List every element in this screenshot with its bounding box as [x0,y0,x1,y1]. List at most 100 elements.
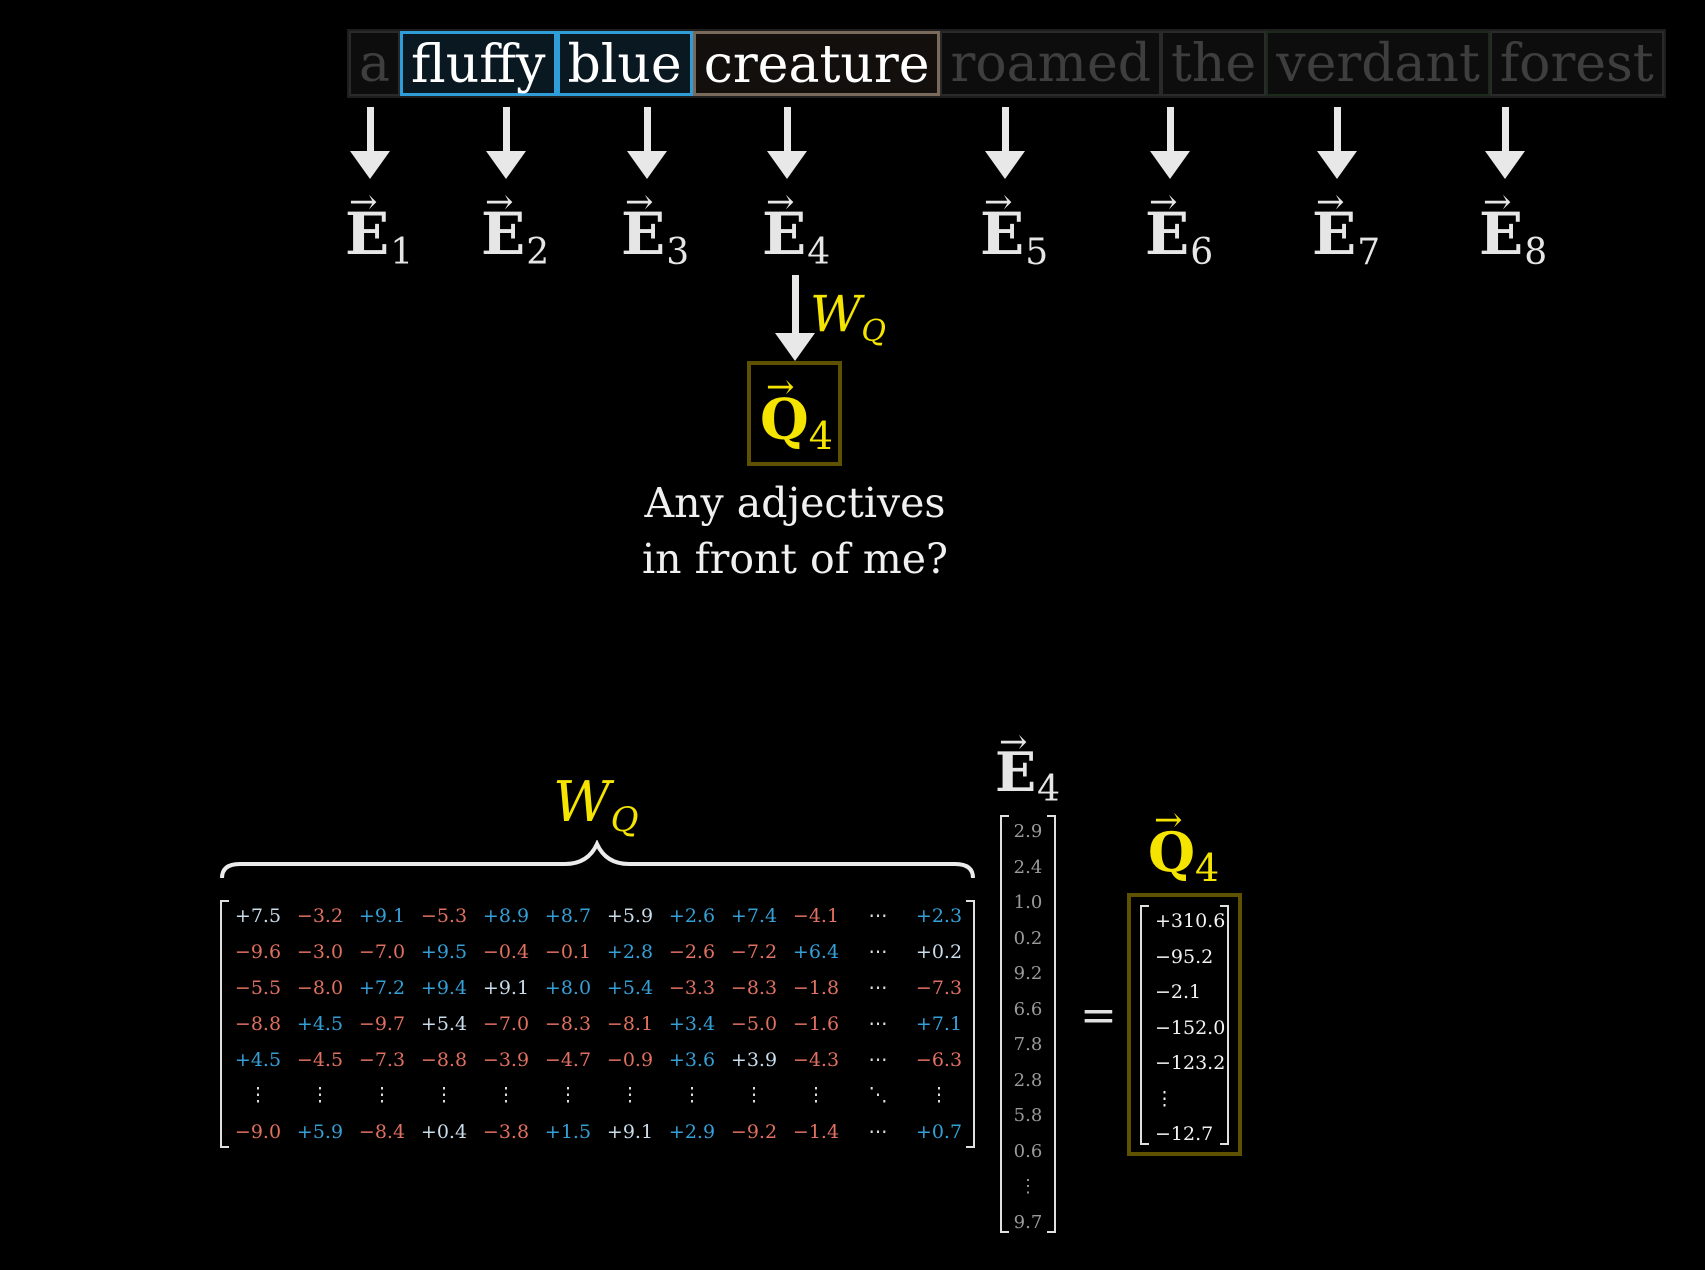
matrix-cell: +9.5 [420,941,468,963]
e4-vector-cell: 1.0 [1013,892,1043,913]
matrix-cell: +2.9 [668,1121,716,1143]
matrix-cell: −5.3 [420,905,468,927]
down-arrow-icon [985,107,1025,179]
vector-arrow-icon: → [349,182,378,222]
token-roamed: roamed [940,31,1162,96]
matrix-cell: ⋮ [558,1084,578,1106]
q4-result-box: +310.6−95.2−2.1−152.0−123.2⋮−12.7 [1127,893,1242,1156]
matrix-cell: −9.7 [358,1013,406,1035]
query-vector-box: →Q4 [747,361,842,466]
embedding-label-1: →E1 [345,182,414,273]
matrix-cell: ⋮ [496,1084,516,1106]
matrix-cell: +1.5 [544,1121,592,1143]
matrix-cell: ⋮ [806,1084,826,1106]
matrix-cell: +3.4 [668,1013,716,1035]
matrix-cell: ⋯ [868,1121,888,1143]
matrix-cell: −0.9 [606,1049,654,1071]
token-forest: forest [1489,31,1664,96]
equals-sign: = [1080,990,1117,1041]
e4-vector-label: →E4 [995,722,1061,810]
embedding-label-6: →E6 [1145,182,1214,273]
token-sentence: a fluffy blue creature roamed the verdan… [347,29,1666,98]
matrix-cell: −7.2 [730,941,778,963]
matrix-cell: +0.4 [420,1121,468,1143]
query-weight-label: WQ [810,285,887,349]
matrix-cell: −4.3 [792,1049,840,1071]
matrix-cell: −3.9 [482,1049,530,1071]
e4-right-bracket [1047,815,1056,1233]
matrix-cell: ⋮ [929,1084,949,1106]
matrix-cell: +2.3 [915,905,963,927]
matrix-cell: −9.6 [234,941,282,963]
matrix-cell: ⋯ [868,1049,888,1071]
matrix-cell: +9.1 [482,977,530,999]
vector-arrow-icon: → [1316,182,1345,222]
matrix-cell: ⋮ [310,1084,330,1106]
matrix-cell: +3.9 [730,1049,778,1071]
embedding-label-2: →E2 [481,182,550,273]
matrix-cell: −9.2 [730,1121,778,1143]
matrix-cell: −4.1 [792,905,840,927]
token-verdant: verdant [1266,31,1490,96]
matrix-cell: +9.4 [420,977,468,999]
matrix-cell: −0.4 [482,941,530,963]
down-arrow-icon [1485,107,1525,179]
q4-right-bracket [1220,905,1229,1145]
vector-arrow-icon: → [625,182,654,222]
matrix-cell: +8.9 [482,905,530,927]
matrix-cell: +2.6 [668,905,716,927]
embedding-label-7: →E7 [1312,182,1381,273]
vector-arrow-icon: → [1483,182,1512,222]
matrix-cell: −6.3 [915,1049,963,1071]
matrix-cell: +9.1 [606,1121,654,1143]
question-line-1: Any adjectives [644,479,946,527]
matrix-cell: +9.1 [358,905,406,927]
vector-arrow-icon: → [485,182,514,222]
e4-vector-cell: 5.8 [1013,1105,1043,1126]
matrix-cell: −5.5 [234,977,282,999]
curly-brace-icon [220,840,975,879]
query-projection-arrow-icon [775,275,815,363]
e4-vector-cell: 9.2 [1013,963,1043,984]
matrix-cell: ⋱ [868,1084,888,1106]
matrix-cell: −8.8 [234,1013,282,1035]
matrix-cell: ⋮ [248,1084,268,1106]
matrix-cell: −4.5 [296,1049,344,1071]
q4-vector-cell: +310.6 [1155,910,1226,932]
matrix-cell: ⋮ [744,1084,764,1106]
matrix-cell: +4.5 [234,1049,282,1071]
matrix-left-bracket [220,900,229,1148]
question-line-2: in front of me? [642,535,948,583]
matrix-cell: ⋯ [868,905,888,927]
matrix-cell: +0.2 [915,941,963,963]
matrix-cell: −9.0 [234,1121,282,1143]
matrix-right-bracket [966,900,975,1148]
embedding-label-3: →E3 [621,182,690,273]
matrix-cell: +0.7 [915,1121,963,1143]
vector-arrow-icon: → [766,367,795,407]
matrix-cell: −7.3 [358,1049,406,1071]
matrix-cell: −8.8 [420,1049,468,1071]
q4-left-bracket [1140,905,1149,1145]
vector-arrow-icon: → [984,182,1013,222]
matrix-cell: −7.0 [482,1013,530,1035]
matrix-cell: −7.0 [358,941,406,963]
matrix-cell: ⋮ [434,1084,454,1106]
e4-vector-cell: 6.6 [1013,998,1043,1020]
matrix-cell: −0.1 [544,941,592,963]
matrix-cell: +4.5 [296,1013,344,1035]
matrix-cell: ⋯ [868,977,888,999]
matrix-cell: −2.6 [668,941,716,963]
embedding-label-8: →E8 [1479,182,1548,273]
matrix-cell: −3.2 [296,905,344,927]
vector-arrow-icon: → [999,722,1028,762]
matrix-cell: −3.3 [668,977,716,999]
matrix-cell: +5.4 [420,1013,468,1035]
token-the: the [1161,31,1267,96]
matrix-cell: +7.5 [234,905,282,927]
matrix-cell: +8.7 [544,905,592,927]
matrix-cell: +7.2 [358,977,406,999]
matrix-cell: +7.1 [915,1013,963,1035]
e4-vector-cell: 2.9 [1013,821,1043,842]
matrix-cell: ⋮ [620,1084,640,1106]
